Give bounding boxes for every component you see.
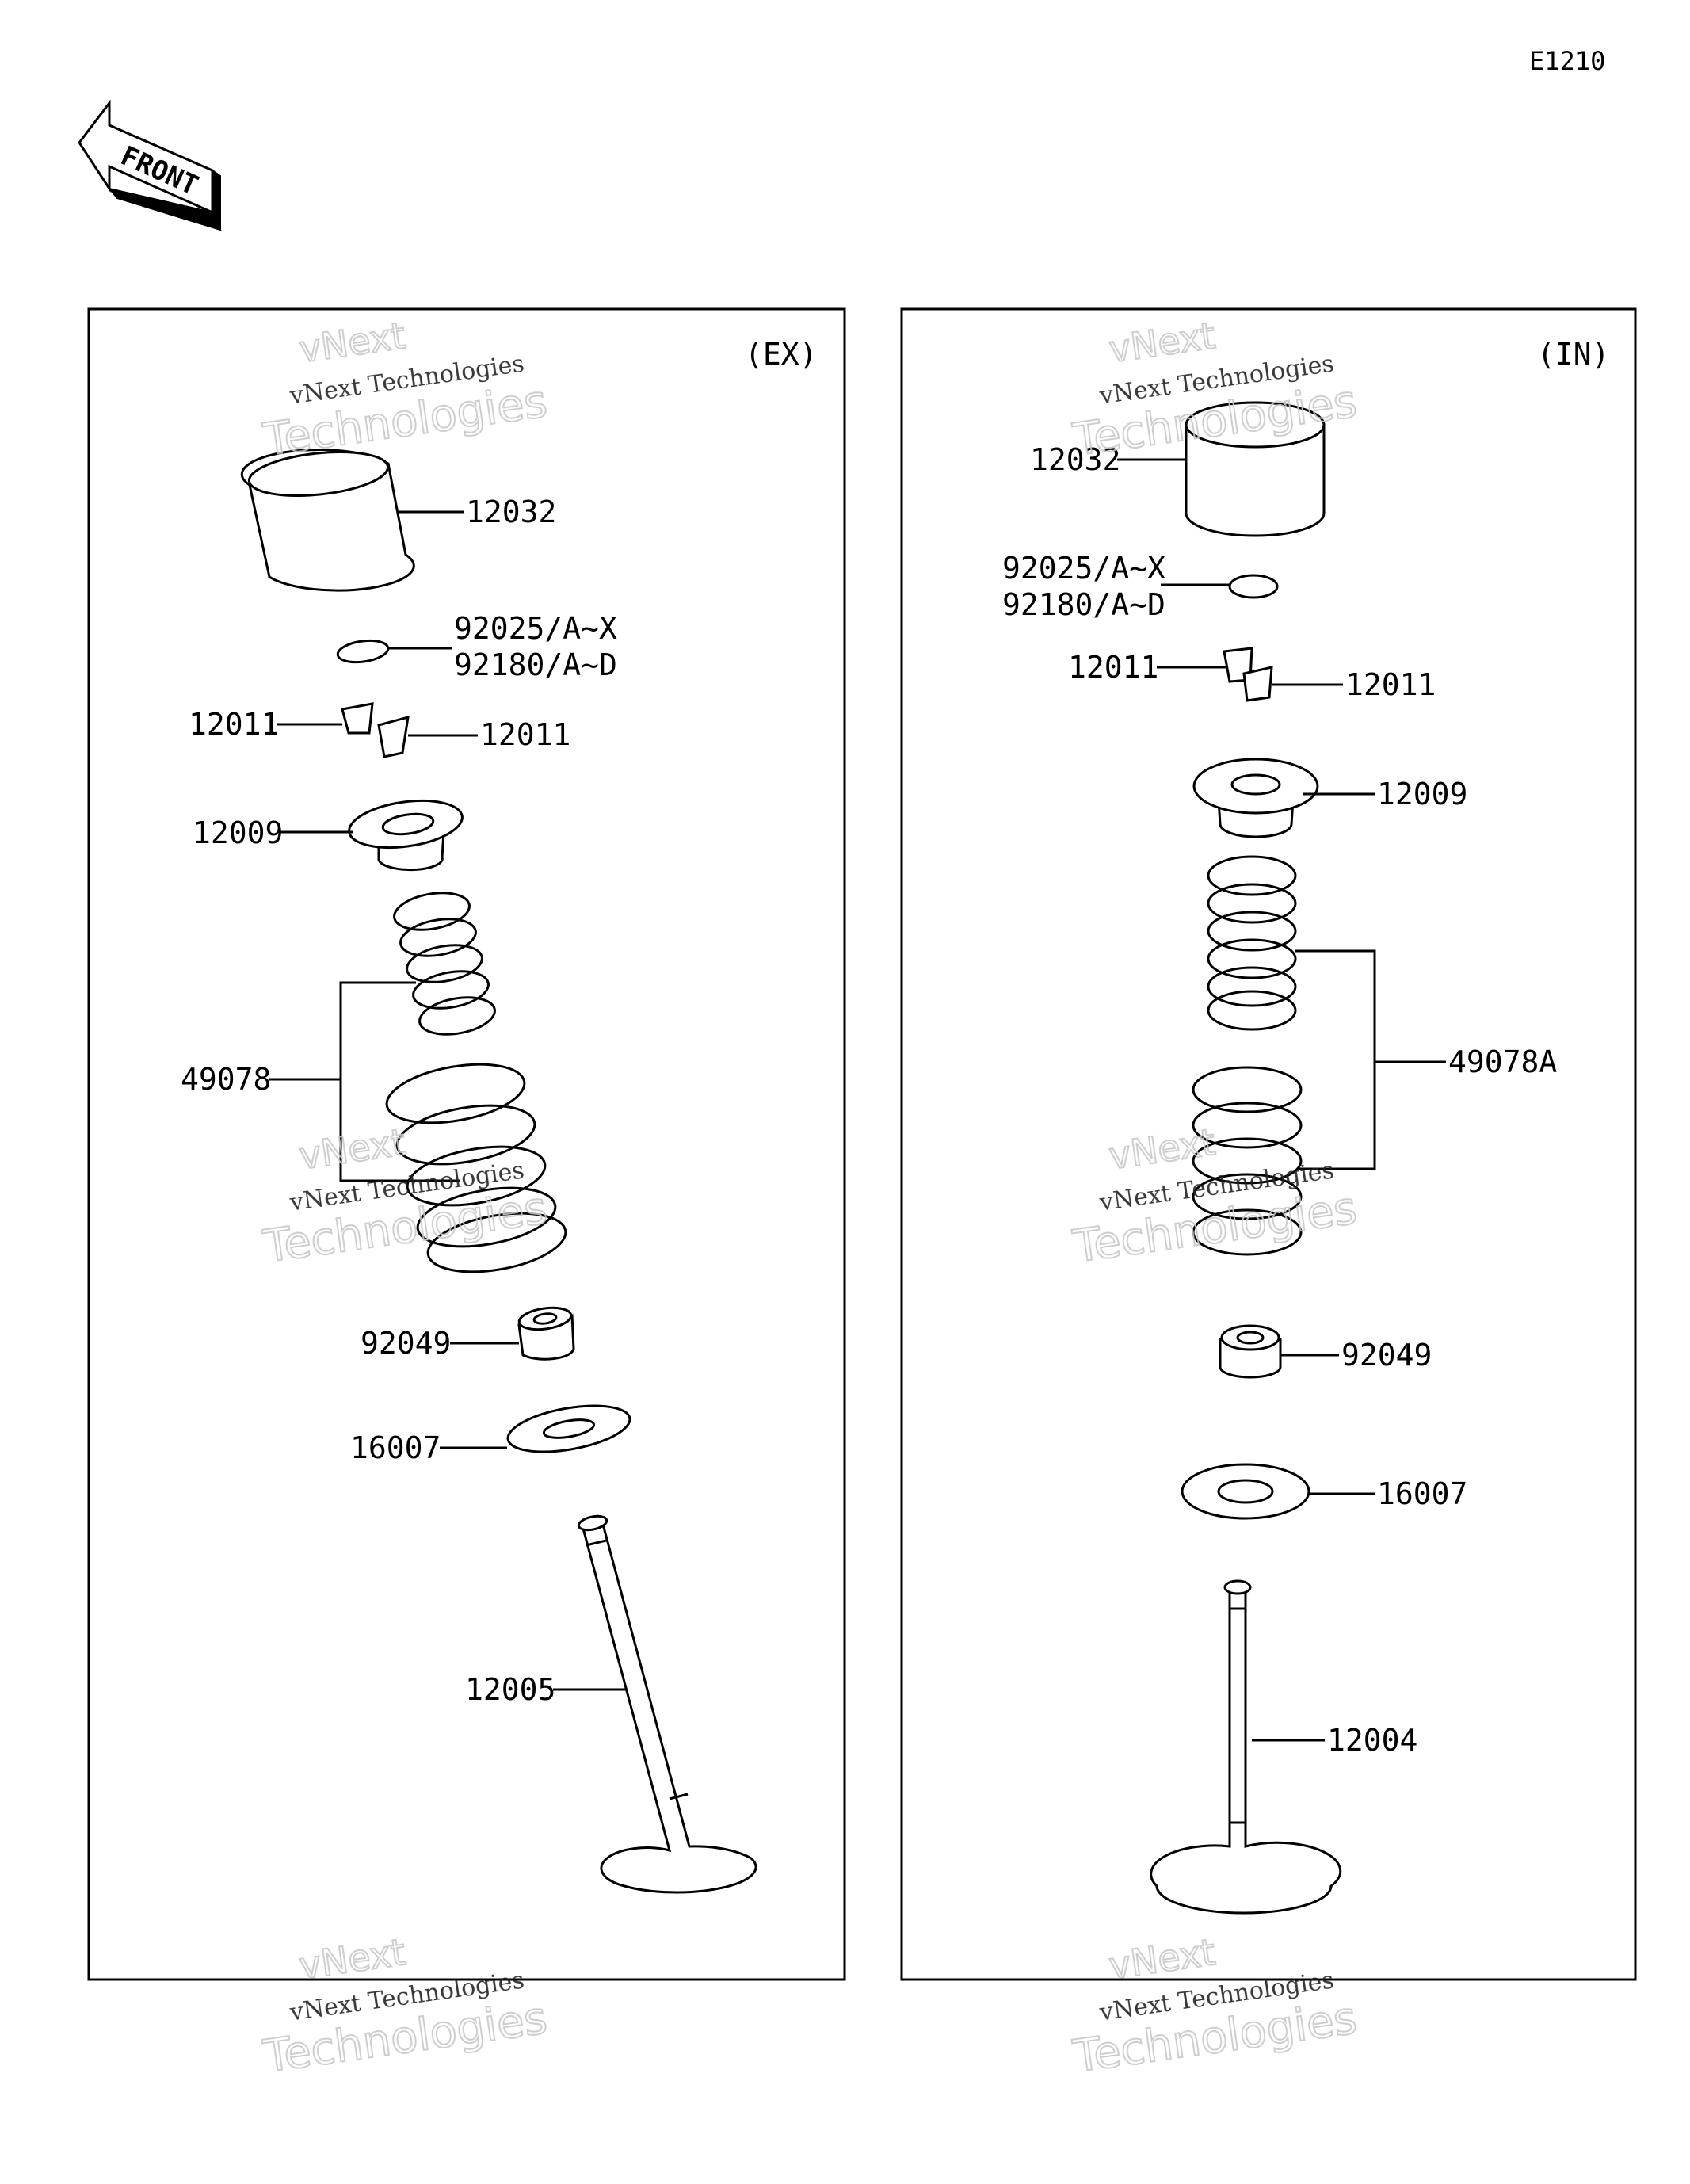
- front-arrow-icon: FRONT: [78, 99, 222, 231]
- in-label-cotter-right: 12011: [1345, 667, 1436, 702]
- watermark: vNext vNext Technologies Technologies: [1069, 1120, 1360, 1274]
- in-label-cotter-left: 12011: [1068, 650, 1158, 685]
- ex-label-spring: 49078: [181, 1062, 271, 1097]
- ex-spring-outer-part: [385, 1063, 567, 1273]
- in-seal-part: [1219, 1324, 1282, 1379]
- ex-label-retainer: 12009: [193, 815, 283, 850]
- panel-ex-frame: [87, 307, 846, 1981]
- watermark: vNext vNext Technologies Technologies: [259, 1930, 551, 2084]
- svg-text:vNext: vNext: [1106, 1121, 1218, 1178]
- ex-label-shim-a: 92025/A~X: [454, 611, 617, 646]
- ex-seal-part: [517, 1306, 575, 1361]
- panel-ex-tag: (EX): [745, 337, 818, 372]
- panel-in-tag: (IN): [1537, 337, 1610, 372]
- ex-retainer-part: [348, 800, 464, 872]
- watermark: vNext vNext Technologies Technologies: [259, 1120, 551, 1274]
- panel-ex: (EX) 12032 92025/A~X 92180/A~D 12011 120…: [87, 307, 846, 1981]
- in-retainer-part: [1192, 758, 1319, 838]
- in-spring-outer-part: [1192, 1066, 1303, 1256]
- ex-label-seal: 92049: [361, 1326, 451, 1361]
- watermark: vNext vNext Technologies Technologies: [259, 313, 551, 468]
- svg-text:vNext: vNext: [296, 314, 408, 371]
- ex-valve-part: [577, 1514, 757, 1894]
- ex-label-cotter-left: 12011: [189, 707, 279, 742]
- in-spring-inner-part: [1207, 855, 1297, 1031]
- watermark: vNext vNext Technologies Technologies: [1069, 1930, 1360, 2084]
- in-cotter-right-part: [1242, 666, 1273, 702]
- svg-text:vNext: vNext: [296, 1121, 408, 1178]
- in-label-seal: 92049: [1341, 1338, 1432, 1373]
- panel-in: (IN) 12032 92025/A~X 92180/A~D 12011 120…: [900, 307, 1637, 1981]
- in-seat-part: [1181, 1463, 1310, 1520]
- ex-cotter-left-part: [341, 702, 374, 735]
- ex-spring-inner-part: [393, 892, 496, 1036]
- in-valve-part: [1150, 1579, 1342, 1915]
- ex-tappet-part: [240, 449, 415, 592]
- in-label-shim-b: 92180/A~D: [1002, 587, 1165, 622]
- in-shim-part: [1228, 574, 1279, 599]
- watermarks: vNext vNext Technologies Technologies vN…: [259, 313, 1360, 2084]
- ex-label-tappet: 12032: [466, 494, 556, 529]
- panel-in-frame: [900, 307, 1637, 1981]
- ex-label-seat: 16007: [350, 1430, 441, 1465]
- in-label-seat: 16007: [1377, 1476, 1467, 1511]
- in-label-tappet: 12032: [1030, 442, 1120, 477]
- in-label-valve: 12004: [1327, 1723, 1417, 1758]
- ex-label-shim-b: 92180/A~D: [454, 647, 617, 682]
- in-label-retainer: 12009: [1377, 777, 1467, 811]
- in-tappet-part: [1185, 401, 1326, 537]
- in-label-shim-a: 92025/A~X: [1002, 551, 1165, 586]
- in-label-spring: 49078A: [1448, 1044, 1557, 1079]
- ex-label-cotter-right: 12011: [480, 717, 570, 752]
- ex-label-valve: 12005: [465, 1672, 555, 1707]
- ex-cotter-right-part: [377, 715, 410, 758]
- ex-shim-part: [336, 639, 390, 664]
- diagram-code: E1210: [1529, 46, 1605, 76]
- ex-seat-part: [506, 1404, 631, 1453]
- svg-text:vNext: vNext: [1106, 314, 1218, 371]
